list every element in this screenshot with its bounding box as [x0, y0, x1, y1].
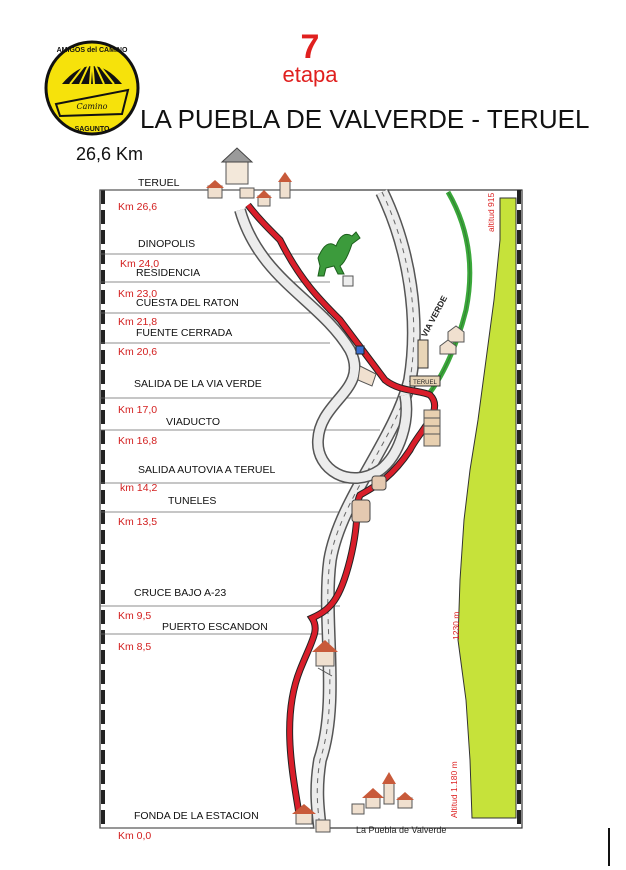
fuente-icon	[355, 345, 365, 355]
waypoint-name-fonda-estacion: FONDA DE LA ESTACION	[134, 810, 259, 822]
logo-center-text: Camino	[76, 102, 107, 111]
viaduct-icon	[423, 409, 441, 447]
waypoint-name-salida-autovia: SALIDA AUTOVIA A TERUEL	[138, 464, 276, 476]
residencia-building-icon	[342, 275, 354, 287]
waypoint-name-viaducto: VIADUCTO	[166, 416, 221, 428]
waypoint-name-cruce-bajo: CRUCE BAJO A-23	[134, 587, 227, 599]
waypoint-km-fonda-estacion: Km 0,0	[118, 830, 152, 842]
waypoint-lines	[100, 189, 400, 829]
building-icon	[357, 365, 377, 387]
teruel-sign-text: TERUEL	[413, 380, 437, 386]
waypoint-name-dinopolis: DINOPOLIS	[138, 238, 196, 250]
waypoint-km-puerto-escandon: Km 8,5	[118, 641, 152, 653]
teruel-sign-icon	[409, 375, 441, 387]
waypoint-km-dinopolis: Km 24,0	[120, 258, 160, 270]
camino-route	[246, 203, 438, 821]
altitude-bottom-label: Altitud 1.180 m	[449, 761, 459, 818]
tunnel-icon	[351, 499, 371, 523]
waypoint-km-salida-via-verde: Km 17,0	[118, 404, 158, 416]
amigos-del-camino-logo: Camino AMIGOS del CAMINO SAGUNTO	[44, 40, 140, 136]
waypoint-km-cruce-bajo: Km 9,5	[118, 610, 152, 622]
logo-top-text: AMIGOS del CAMINO	[57, 47, 128, 54]
waypoint-name-tuneles: TUNELES	[168, 495, 217, 507]
stage-label: etapa	[282, 62, 338, 87]
puerto-escandon-building-icon	[312, 640, 338, 677]
altitude-mid-label: 1230 m	[451, 611, 461, 640]
waypoint-km-viaducto: Km 16,8	[118, 435, 158, 447]
waypoint-name-cuesta-del-raton: CUESTA DEL RATON	[136, 297, 239, 309]
waypoint-name-teruel: TERUEL	[138, 177, 180, 189]
via-verde-path	[426, 190, 473, 397]
teruel-town-icon	[206, 147, 292, 207]
total-distance: 26,6 Km	[76, 144, 144, 164]
dinosaur-icon	[317, 231, 361, 277]
waypoint-km-residencia: Km 23,0	[118, 288, 158, 300]
waypoint-km-fuente-cerrada: Km 20,6	[118, 346, 158, 358]
waypoint-name-puerto-escandon: PUERTO ESCANDON	[162, 621, 268, 633]
logo-bottom-text: SAGUNTO	[75, 126, 110, 133]
stage-number: 7	[300, 28, 320, 66]
tunnel-icon-2	[371, 475, 387, 491]
waypoint-km-salida-autovia: km 14,2	[120, 482, 158, 494]
left-scale-bar	[101, 190, 521, 828]
la-puebla-town-icon	[351, 772, 414, 815]
route-title: LA PUEBLA DE VALVERDE - TERUEL	[140, 104, 590, 134]
waypoint-name-residencia: RESIDENCIA	[136, 267, 201, 279]
fonda-estacion-icon	[292, 804, 331, 833]
elevation-profile	[457, 197, 517, 819]
houses-icon	[439, 325, 465, 355]
la-puebla-label: La Puebla de Valverde	[356, 825, 447, 835]
waypoint-name-fuente-cerrada: FUENTE CERRADA	[136, 327, 233, 339]
old-road	[235, 208, 411, 483]
via-verde-marker-icon	[417, 339, 429, 369]
altitude-top-label: altitud 915	[486, 192, 496, 232]
waypoint-km-cuesta-del-raton: Km 21,8	[118, 316, 158, 328]
waypoint-km-teruel: Km 26,6	[118, 201, 158, 213]
waypoint-name-salida-via-verde: SALIDA DE LA VIA VERDE	[134, 378, 262, 390]
waypoint-km-tuneles: Km 13,5	[118, 516, 158, 528]
